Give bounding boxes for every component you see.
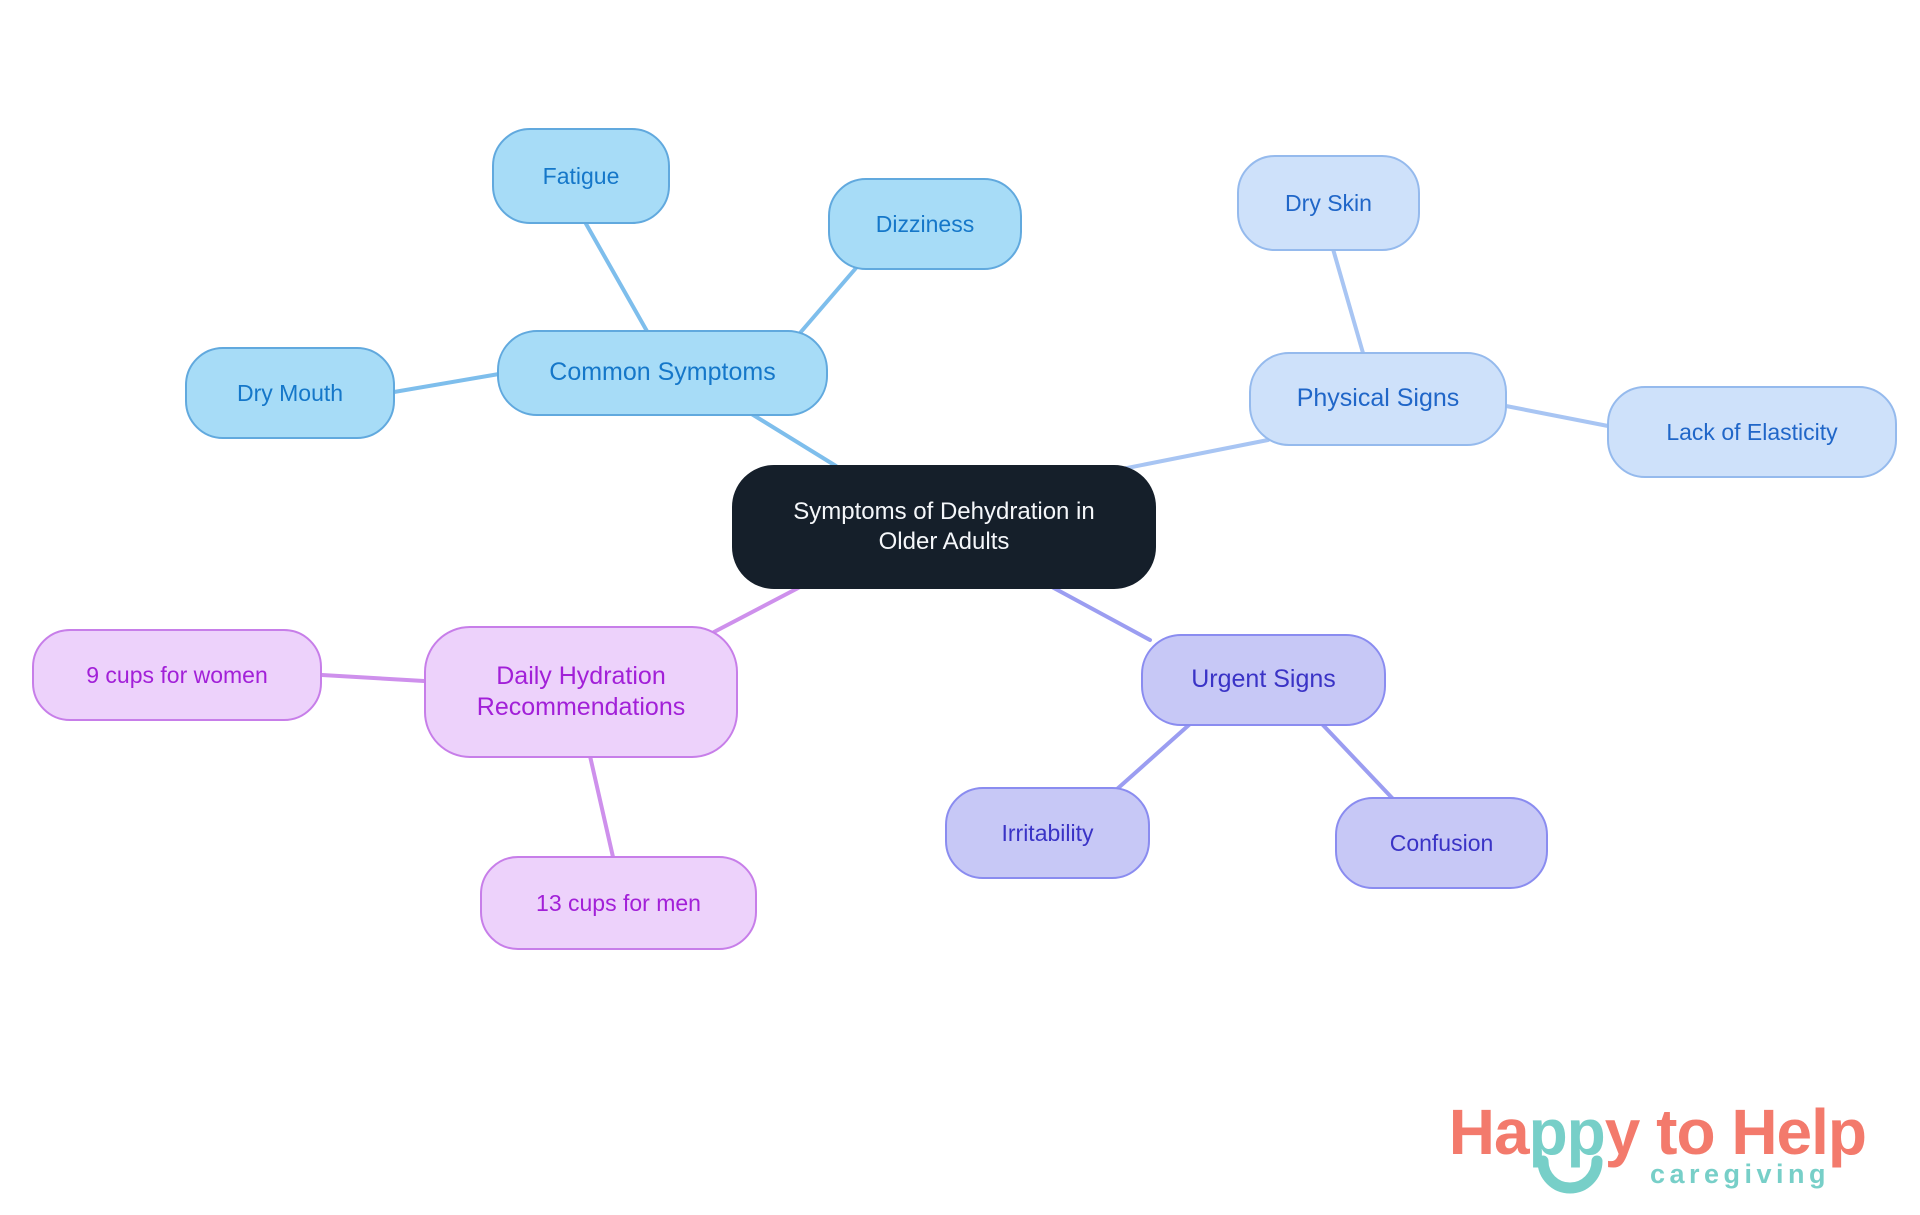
edge-central--daily-hydration-recommendations xyxy=(712,585,802,634)
edge-urgent-signs--irritability xyxy=(1114,722,1192,792)
edge-daily-hydration-recommendations--13-cups-for-men xyxy=(588,754,615,859)
mindmap-node-label: Urgent Signs xyxy=(1191,665,1336,694)
mindmap-node-fatigue: Fatigue xyxy=(492,128,670,224)
mindmap-node-label: Physical Signs xyxy=(1296,384,1460,413)
mindmap-node-irritability: Irritability xyxy=(945,787,1150,879)
edge-dry-mouth--common-symptoms xyxy=(392,372,501,394)
mindmap-node-central: Symptoms of Dehydration in Older Adults xyxy=(732,465,1156,589)
mindmap-node-label: Dizziness xyxy=(875,210,975,237)
mindmap-node-label: Common Symptoms xyxy=(549,358,776,387)
mindmap-node-13-cups-for-men: 13 cups for men xyxy=(480,856,757,950)
edge-urgent-signs--confusion xyxy=(1320,722,1396,802)
mindmap-node-urgent-signs: Urgent Signs xyxy=(1141,634,1386,726)
mindmap-node-label: Symptoms of Dehydration in Older Adults xyxy=(793,498,1095,555)
logo-wordmark: Happy to Help xyxy=(1449,1100,1867,1194)
edge-dry-skin--physical-signs xyxy=(1331,247,1365,355)
edge-common-symptoms--central xyxy=(748,411,838,468)
smile-icon xyxy=(1537,1155,1603,1194)
mindmap-node-daily-hydration-recommendations: Daily Hydration Recommendations xyxy=(424,626,738,758)
mindmap-node-label: 13 cups for men xyxy=(536,889,701,916)
mindmap-node-label: Dry Mouth xyxy=(236,379,344,406)
mindmap-node-label: Lack of Elasticity xyxy=(1666,418,1838,445)
logo-text-y-to-help: y to Help xyxy=(1604,1096,1867,1168)
logo-text-pp: pp xyxy=(1528,1096,1606,1168)
mindmap-node-label: Irritability xyxy=(1001,819,1094,846)
mindmap-node-label: 9 cups for women xyxy=(86,661,268,688)
mindmap-node-9-cups-for-women: 9 cups for women xyxy=(32,629,322,721)
mindmap-node-lack-of-elasticity: Lack of Elasticity xyxy=(1607,386,1897,478)
edge-dizziness--common-symptoms xyxy=(798,266,858,335)
edge-central--physical-signs xyxy=(1120,438,1270,471)
edge-central--urgent-signs xyxy=(1050,585,1152,642)
mindmap-node-dry-skin: Dry Skin xyxy=(1237,155,1420,251)
mindmap-node-common-symptoms: Common Symptoms xyxy=(497,330,828,416)
logo-text-caregiving: caregiving xyxy=(1649,1159,1830,1189)
mindmap-node-dry-mouth: Dry Mouth xyxy=(185,347,395,439)
mindmap-node-confusion: Confusion xyxy=(1335,797,1548,889)
happy-to-help-logo: Happy to Help caregiving xyxy=(1449,1100,1867,1194)
edge-physical-signs--lack-of-elasticity xyxy=(1504,404,1610,428)
mindmap-node-label: Dry Skin xyxy=(1285,189,1372,216)
logo-text-ha: Ha xyxy=(1448,1096,1530,1168)
mindmap-node-label: Confusion xyxy=(1389,829,1494,856)
mindmap-node-physical-signs: Physical Signs xyxy=(1249,352,1507,446)
mindmap-node-label: Daily Hydration Recommendations xyxy=(476,661,686,721)
edge-fatigue--common-symptoms xyxy=(583,220,650,335)
mindmap-node-dizziness: Dizziness xyxy=(828,178,1022,270)
edge-daily-hydration-recommendations--9-cups-for-women xyxy=(320,673,426,683)
mindmap-node-label: Fatigue xyxy=(542,162,620,189)
